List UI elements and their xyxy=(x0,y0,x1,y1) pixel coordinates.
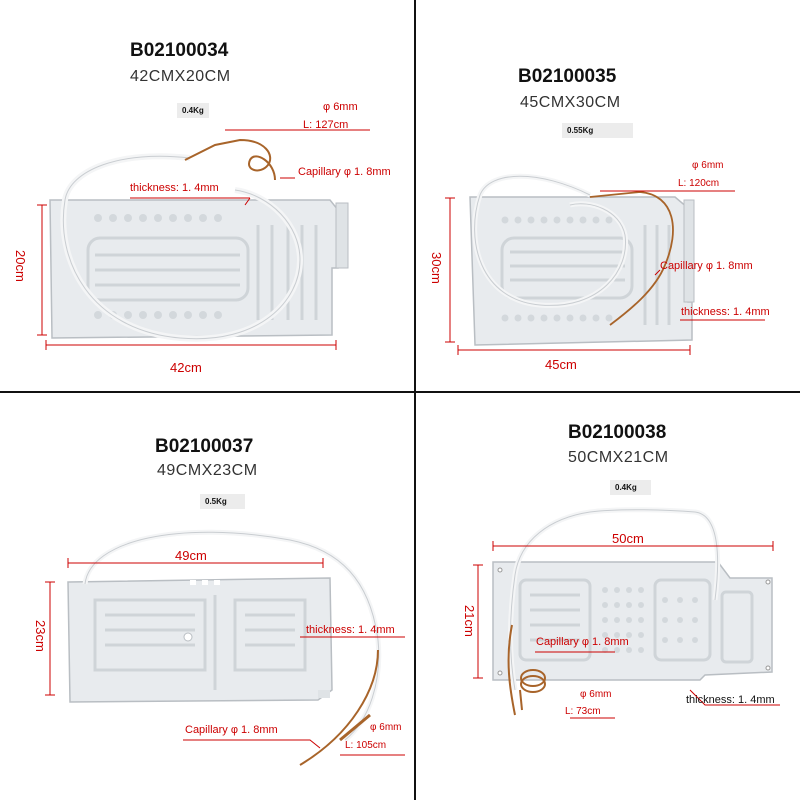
product-dimensions: 50CMX21CM xyxy=(568,449,669,466)
tube-diameter-label: φ 6mm xyxy=(370,722,402,733)
capillary-label: Capillary φ 1. 8mm xyxy=(536,636,629,648)
product-code: B02100035 xyxy=(518,66,617,87)
weight-badge: 0.5Kg xyxy=(200,494,245,509)
product-dimensions: 45CMX30CM xyxy=(520,94,621,111)
thickness-label: thickness: 1. 4mm xyxy=(686,694,775,706)
thickness-label: thickness: 1. 4mm xyxy=(306,624,395,636)
product-dimensions: 49CMX23CM xyxy=(157,462,258,479)
product-code: B02100037 xyxy=(155,436,254,457)
tube-length-label: L: 120cm xyxy=(678,178,720,189)
product-dimensions: 42CMX20CM xyxy=(130,68,231,85)
evaporator-plate-image xyxy=(37,129,370,350)
tube-diameter-label: φ 6mm xyxy=(580,689,612,700)
width-dimension-label: 50cm xyxy=(612,531,644,546)
capillary-label: Capillary φ 1. 8mm xyxy=(298,166,391,178)
tube-diameter-label: φ 6mm xyxy=(323,101,358,113)
product-code: B02100034 xyxy=(130,40,229,61)
tube-length-label: L: 105cm xyxy=(345,740,387,751)
evaporator-plate-image xyxy=(45,529,405,766)
width-dimension-label: 49cm xyxy=(175,548,207,563)
width-dimension-label: 42cm xyxy=(170,360,202,375)
width-dimension-label: 45cm xyxy=(545,357,577,372)
evaporator-plate-image xyxy=(445,173,765,355)
weight-badge: 0.4Kg xyxy=(177,103,209,118)
capillary-label: Capillary φ 1. 8mm xyxy=(185,724,278,736)
weight-badge: 0.4Kg xyxy=(610,480,651,495)
tube-length-label: L: 127cm xyxy=(303,119,349,131)
weight-badge: 0.55Kg xyxy=(562,123,634,138)
tube-diameter-label: φ 6mm xyxy=(692,160,724,171)
tube-length-label: L: 73cm xyxy=(565,706,601,717)
vertical-divider xyxy=(414,0,416,800)
thickness-label: thickness: 1. 4mm xyxy=(681,306,770,318)
height-dimension-label: 21cm xyxy=(462,605,477,637)
thickness-label: thickness: 1. 4mm xyxy=(130,182,219,194)
capillary-label: Capillary φ 1. 8mm xyxy=(660,260,753,272)
product-code: B02100038 xyxy=(568,422,667,443)
horizontal-divider xyxy=(0,391,800,393)
